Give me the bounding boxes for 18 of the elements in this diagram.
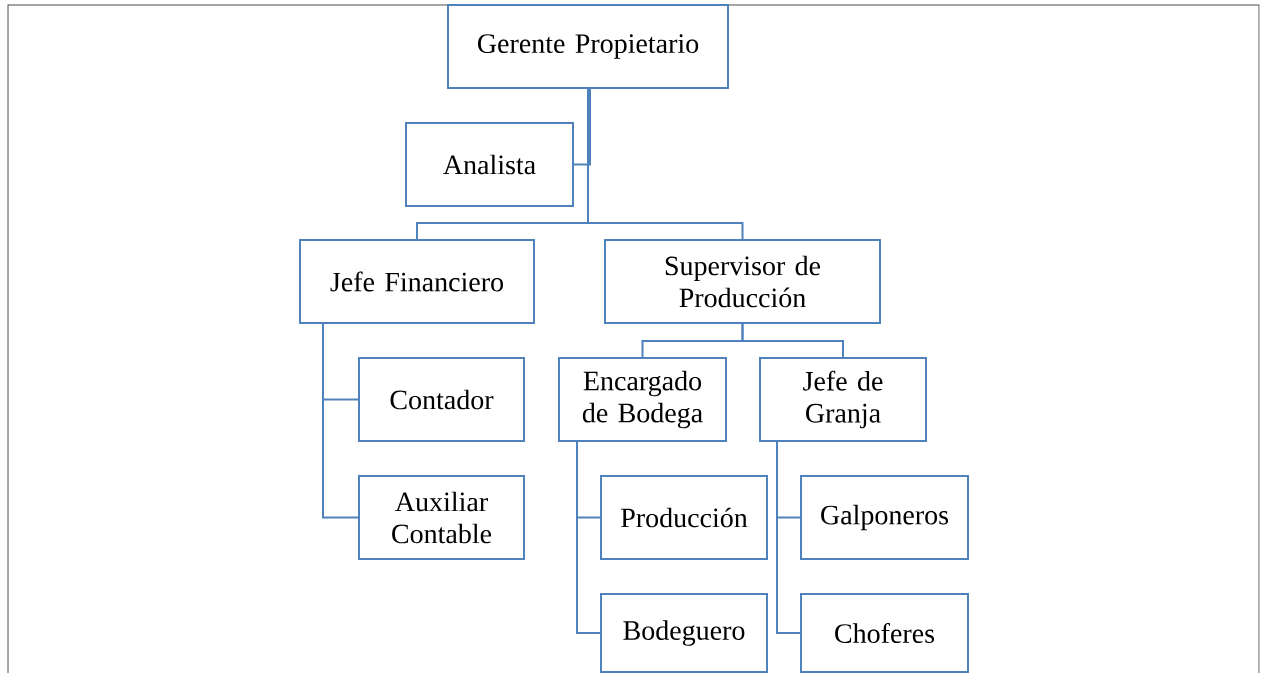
- org-box: Jefe Financiero: [299, 239, 535, 324]
- org-box: Encargado de Bodega: [558, 357, 727, 442]
- org-box: Producción: [600, 475, 768, 560]
- connector-line: [587, 88, 744, 240]
- connector-line: [776, 441, 801, 634]
- connector-line: [573, 88, 591, 166]
- org-box: Choferes: [800, 593, 969, 673]
- org-box: Bodeguero: [600, 593, 768, 673]
- org-box: Auxiliar Contable: [358, 475, 525, 560]
- org-box: Gerente Propietario: [447, 4, 729, 89]
- org-box: Contador: [358, 357, 525, 442]
- org-box: Galponeros: [800, 475, 969, 560]
- org-box: Jefe de Granja: [759, 357, 927, 442]
- org-box: Supervisor de Producción: [604, 239, 881, 324]
- connector-line: [741, 323, 844, 358]
- connector-line: [576, 441, 601, 634]
- connector-line: [322, 323, 359, 519]
- org-box: Analista: [405, 122, 574, 207]
